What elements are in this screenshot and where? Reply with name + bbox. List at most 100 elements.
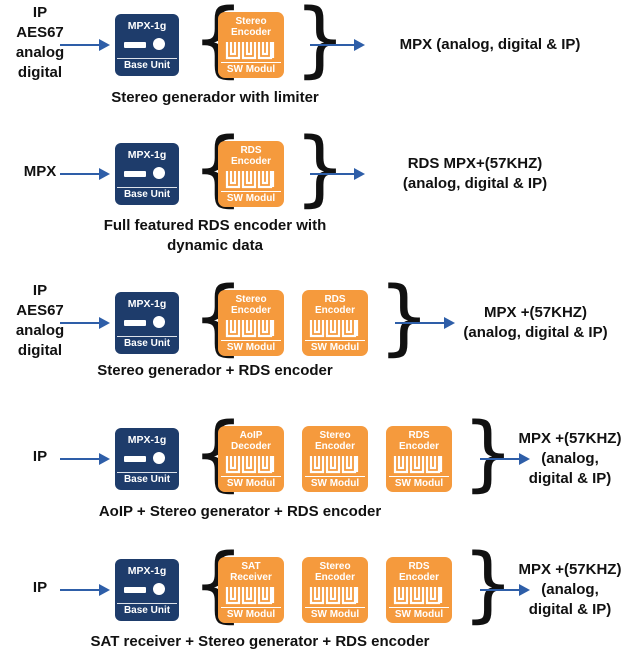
- module-name: Stereo Encoder: [314, 561, 355, 583]
- row-caption: Stereo generador + RDS encoder: [90, 361, 340, 381]
- slot-icon: [124, 171, 146, 177]
- arrow-shaft: [60, 458, 100, 460]
- base-divider: [117, 58, 177, 59]
- arrow-head: [354, 168, 365, 180]
- module-icon: [393, 587, 443, 605]
- input-label: digital: [17, 64, 63, 81]
- module-divider: [221, 607, 281, 608]
- module-footer: SW Modul: [394, 609, 444, 620]
- arrow-shaft: [310, 173, 355, 175]
- base-divider: [117, 472, 177, 473]
- module-name: Stereo Encoder: [230, 16, 271, 38]
- arrow-shaft: [480, 589, 520, 591]
- output-arrow: [310, 39, 365, 51]
- row-caption: SAT receiver + Stereo generator + RDS en…: [90, 632, 430, 652]
- arrow-shaft: [60, 589, 100, 591]
- module-name: RDS Encoder: [398, 430, 439, 452]
- right-brace: }: [462, 406, 515, 502]
- input-labels: IP: [0, 578, 80, 598]
- module-footer: SW Modul: [226, 478, 276, 489]
- slot-icon: [124, 456, 146, 462]
- input-label: AES67: [16, 24, 64, 41]
- base-unit-model: MPX-1g: [127, 434, 167, 446]
- output-arrow: [310, 168, 365, 180]
- input-arrow: [60, 168, 110, 180]
- arrow-head: [519, 584, 530, 596]
- arrow-head: [99, 453, 110, 465]
- module-footer: SW Modul: [310, 478, 360, 489]
- base-unit-label: Base Unit: [123, 60, 171, 71]
- module-divider: [305, 340, 365, 341]
- slot-icon: [124, 320, 146, 326]
- module-divider: [221, 62, 281, 63]
- module-icon: [225, 456, 275, 474]
- module-name: RDS Encoder: [398, 561, 439, 583]
- base-unit-model: MPX-1g: [127, 565, 167, 577]
- module-name: RDS Encoder: [314, 294, 355, 316]
- knob-icon: [153, 452, 165, 464]
- module-name: SAT Receiver: [230, 561, 272, 583]
- caption-line: Full featured RDS encoder with: [103, 217, 327, 234]
- module-name: AoIP Decoder: [230, 430, 271, 452]
- module-footer: SW Modul: [226, 342, 276, 353]
- module-icon: [225, 42, 275, 60]
- input-label: AES67: [16, 302, 64, 319]
- arrow-shaft: [60, 322, 100, 324]
- input-label: IP: [32, 282, 48, 299]
- module-footer: SW Modul: [310, 342, 360, 353]
- output-arrow: [480, 584, 530, 596]
- output-line: (analog, digital & IP): [402, 175, 548, 192]
- module-footer: SW Modul: [394, 478, 444, 489]
- input-label: IP: [32, 579, 48, 596]
- output-line: MPX +(57KHZ): [518, 561, 622, 578]
- input-labels: IP: [0, 447, 80, 467]
- module-divider: [221, 340, 281, 341]
- input-label: analog: [15, 44, 65, 61]
- input-arrow: [60, 317, 110, 329]
- output-arrow: [480, 453, 530, 465]
- base-unit-model: MPX-1g: [127, 149, 167, 161]
- slot-icon: [124, 587, 146, 593]
- input-label: IP: [32, 448, 48, 465]
- module-divider: [389, 607, 449, 608]
- output-line: MPX (analog, digital & IP): [399, 36, 581, 53]
- sw-module: Stereo Encoder SW Modul: [218, 290, 284, 356]
- sw-module: RDS Encoder SW Modul: [386, 557, 452, 623]
- module-icon: [225, 587, 275, 605]
- module-divider: [305, 607, 365, 608]
- arrow-head: [99, 39, 110, 51]
- output-label: MPX (analog, digital & IP): [370, 35, 610, 55]
- module-icon: [309, 320, 359, 338]
- module-name: Stereo Encoder: [230, 294, 271, 316]
- module-divider: [305, 476, 365, 477]
- arrow-shaft: [60, 44, 100, 46]
- module-divider: [389, 476, 449, 477]
- sw-module: AoIP Decoder SW Modul: [218, 426, 284, 492]
- base-divider: [117, 187, 177, 188]
- arrow-head: [99, 584, 110, 596]
- output-label: RDS MPX+(57KHZ) (analog, digital & IP): [360, 154, 590, 194]
- base-unit-label: Base Unit: [123, 338, 171, 349]
- module-footer: SW Modul: [226, 64, 276, 75]
- module-name: RDS Encoder: [230, 145, 271, 167]
- module-divider: [221, 476, 281, 477]
- module-footer: SW Modul: [310, 609, 360, 620]
- base-unit-label: Base Unit: [123, 474, 171, 485]
- arrow-head: [519, 453, 530, 465]
- arrow-head: [99, 168, 110, 180]
- output-line: RDS MPX+(57KHZ): [407, 155, 543, 172]
- module-icon: [393, 456, 443, 474]
- input-label: digital: [17, 342, 63, 359]
- module-icon: [225, 320, 275, 338]
- knob-icon: [153, 38, 165, 50]
- right-brace: }: [294, 121, 347, 217]
